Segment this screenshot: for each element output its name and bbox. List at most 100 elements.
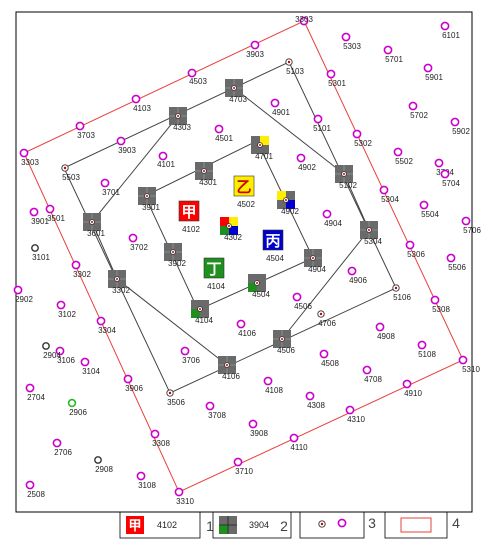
well-2904: 2904 xyxy=(42,342,61,360)
well-4904: 4904 xyxy=(322,209,342,228)
well-label: 3108 xyxy=(138,481,156,490)
well-label: 4503 xyxy=(189,77,207,86)
well-marker xyxy=(187,68,197,78)
well-label: 2706 xyxy=(54,448,72,457)
cell-label: 4902 xyxy=(281,207,299,216)
well-label: 5106 xyxy=(393,293,411,302)
cell-quadrant-green xyxy=(248,283,257,292)
well-label: 3101 xyxy=(32,253,50,262)
well-center-dot xyxy=(319,312,323,316)
well-4910: 4910 xyxy=(402,379,422,398)
well-label: 4901 xyxy=(272,108,290,117)
well-3702: 3702 xyxy=(128,233,148,252)
legend-number: 2 xyxy=(280,518,288,534)
well-4103: 4103 xyxy=(131,94,151,113)
well-label: 5308 xyxy=(432,305,450,314)
well-marker xyxy=(67,398,77,408)
well-label: 3903 xyxy=(246,50,264,59)
well-label: 4110 xyxy=(290,443,308,452)
legend-number: 4 xyxy=(452,515,460,531)
legend-well-dot xyxy=(320,522,324,526)
well-3302: 3302 xyxy=(71,260,91,279)
well-label: 4101 xyxy=(157,160,175,169)
well-marker xyxy=(128,233,138,243)
legend-item-3: 3 xyxy=(299,511,376,539)
well-3903: 3903 xyxy=(116,136,136,155)
cell-quadrant-yellow xyxy=(229,217,238,226)
cell-4104: 4104 xyxy=(191,300,213,325)
well-label: 3903 xyxy=(118,146,136,155)
well-label: 4902 xyxy=(298,163,316,172)
well-4906: 4906 xyxy=(347,266,367,285)
well-marker xyxy=(319,349,329,359)
well-3908: 3908 xyxy=(248,419,268,438)
cell-label: 3601 xyxy=(87,229,105,238)
well-4110: 4110 xyxy=(289,433,308,452)
cell-label: 5304 xyxy=(364,237,382,246)
well-label: 4508 xyxy=(321,359,339,368)
cell-quadrant-green xyxy=(220,226,229,235)
well-label: 4906 xyxy=(349,276,367,285)
cell-quadrant-blue xyxy=(286,200,295,209)
well-marker xyxy=(296,153,306,163)
well-3303: 3303 xyxy=(19,148,39,167)
well-marker xyxy=(408,101,418,111)
well-marker xyxy=(131,94,141,104)
block-square xyxy=(233,175,255,197)
well-3310: 3310 xyxy=(174,487,194,506)
well-center-dot xyxy=(287,60,291,64)
block-square xyxy=(262,229,284,251)
cell-4506: 4506 xyxy=(273,330,295,355)
well-center-dot xyxy=(91,221,93,223)
well-marker xyxy=(174,487,184,497)
well-label: 3303 xyxy=(295,15,313,24)
well-3901: 3901 xyxy=(29,207,49,226)
well-label: 4108 xyxy=(265,386,283,395)
cell-3601: 3601 xyxy=(83,213,105,238)
cell-4106: 4106 xyxy=(218,356,240,381)
well-label: 5704 xyxy=(442,179,460,188)
legend-number: 1 xyxy=(206,518,214,534)
well-label: 4106 xyxy=(238,329,256,338)
well-center-dot xyxy=(63,166,67,170)
well-label: 3908 xyxy=(250,429,268,438)
well-3303: 3303 xyxy=(295,15,313,26)
well-2908: 2908 xyxy=(94,456,113,474)
legend-char: 甲 xyxy=(128,518,141,533)
legend-number: 3 xyxy=(368,515,376,531)
grid-line xyxy=(233,87,345,175)
cell-label: 4301 xyxy=(199,178,217,187)
well-center-dot xyxy=(228,225,230,227)
cell-5102: 5102 xyxy=(335,165,357,190)
cell-3902: 3902 xyxy=(164,243,186,268)
well-center-dot xyxy=(394,286,398,290)
well-4508: 4508 xyxy=(319,349,339,368)
well-label: 5103 xyxy=(286,67,304,76)
well-label: 5901 xyxy=(425,73,443,82)
cell-label: 4703 xyxy=(229,95,247,104)
cell-3302: 3302 xyxy=(108,270,130,295)
well-label: 5310 xyxy=(462,365,480,374)
well-4501: 4501 xyxy=(214,124,233,143)
well-2902: 2902 xyxy=(13,285,33,304)
well-5502: 5502 xyxy=(393,147,413,166)
well-3708: 3708 xyxy=(205,401,226,420)
well-marker xyxy=(322,209,332,219)
well-center-dot xyxy=(233,87,235,89)
well-label: 3710 xyxy=(235,467,253,476)
well-marker xyxy=(250,40,260,50)
legend-box xyxy=(384,511,448,539)
well-label: 4310 xyxy=(347,415,365,424)
well-marker xyxy=(375,322,385,332)
well-label: 5701 xyxy=(385,55,403,64)
well-marker xyxy=(362,365,372,375)
cell-quadrant-red xyxy=(220,217,229,226)
well-label: 4308 xyxy=(307,401,325,410)
well-5304: 5304 xyxy=(379,185,399,204)
well-5901: 5901 xyxy=(423,63,443,82)
well-marker xyxy=(19,148,29,158)
